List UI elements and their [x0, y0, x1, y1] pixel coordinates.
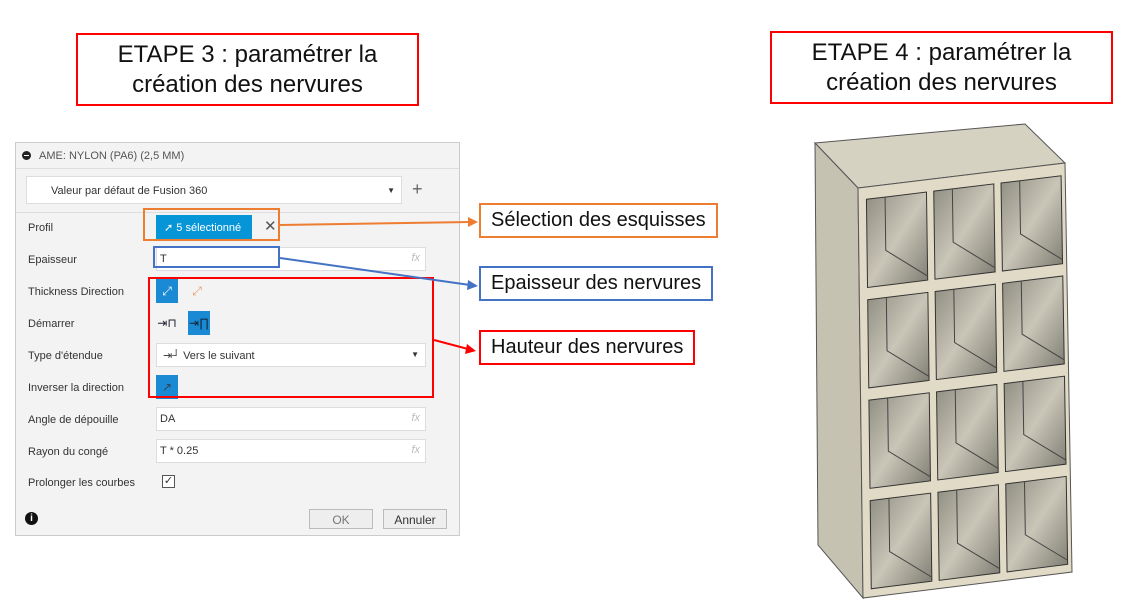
- epaisseur-label: Epaisseur: [28, 254, 77, 266]
- model-cell-edge: [884, 197, 928, 277]
- model-cell: [933, 183, 996, 280]
- step4-title: ETAPE 4 : paramétrer la création des ner…: [770, 31, 1113, 104]
- model-cell: [1000, 175, 1064, 272]
- preset-value: Valeur par défaut de Fusion 360: [51, 185, 208, 197]
- step3-line1: ETAPE 3 : paramétrer la: [117, 41, 378, 68]
- model-cell-edge: [885, 297, 930, 377]
- model-cell-edge: [1019, 180, 1063, 261]
- dialog-header[interactable]: AME: NYLON (PA6) (2,5 MM): [16, 143, 459, 169]
- epaisseur-value: T: [160, 253, 167, 265]
- prolonger-checkbox[interactable]: ✓: [162, 475, 175, 488]
- chevron-down-icon: ▼: [411, 350, 419, 359]
- start-offset-icon[interactable]: ⇥∏: [188, 311, 210, 335]
- model-cell: [1003, 375, 1067, 473]
- inverser-label: Inverser la direction: [28, 382, 124, 394]
- callout-epaisseur: Epaisseur des nervures: [479, 266, 714, 301]
- angle-label: Angle de dépouille: [28, 414, 119, 426]
- rayon-input[interactable]: T * 0.25 fx: [156, 439, 426, 463]
- step3-title: ETAPE 3 : paramétrer la création des ner…: [76, 33, 419, 106]
- symmetric-thickness-icon[interactable]: ⤢: [156, 279, 178, 303]
- model-cell-edge: [954, 389, 999, 469]
- profil-select-button[interactable]: ➚ 5 sélectionné: [156, 215, 252, 239]
- profil-label: Profil: [28, 222, 54, 234]
- step4-line2: création des nervures: [826, 69, 1057, 96]
- model-cell-edge: [887, 397, 931, 478]
- selection-highlight: [143, 208, 280, 241]
- model-cell: [936, 383, 999, 481]
- model-cell: [1002, 275, 1065, 372]
- model-cell: [865, 191, 929, 289]
- dialog-title: AME: NYLON (PA6) (2,5 MM): [39, 149, 185, 162]
- height-highlight: [148, 277, 434, 398]
- type-etendue-label: Type d'étendue: [28, 350, 103, 362]
- demarrer-label: Démarrer: [28, 318, 75, 330]
- divider: [16, 212, 459, 213]
- fx-icon[interactable]: fx: [411, 412, 420, 424]
- prolonger-label: Prolonger les courbes: [28, 477, 136, 489]
- callout-selection: Sélection des esquisses: [479, 203, 718, 238]
- callout-hauteur: Hauteur des nervures: [479, 330, 696, 365]
- rayon-value: T * 0.25: [160, 445, 199, 457]
- model-cell: [937, 484, 1001, 581]
- ok-button[interactable]: OK: [309, 509, 373, 529]
- type-etendue-value: Vers le suivant: [183, 350, 255, 362]
- model-cell-edge: [1020, 281, 1065, 361]
- model-cell: [1005, 475, 1069, 573]
- collapse-icon[interactable]: [22, 151, 31, 160]
- clear-selection-icon[interactable]: ✕: [264, 218, 277, 235]
- model-cell-edge: [951, 188, 996, 269]
- one-side-thickness-icon[interactable]: ⤢: [192, 283, 202, 298]
- thickness-highlight: [153, 246, 280, 268]
- fx-icon[interactable]: fx: [411, 444, 420, 456]
- profil-value: 5 sélectionné: [176, 222, 242, 234]
- add-preset-button[interactable]: +: [412, 179, 423, 199]
- model-cell-edge: [888, 498, 933, 578]
- flip-direction-icon[interactable]: ↗: [156, 375, 178, 399]
- model-cell-edge: [953, 289, 997, 369]
- type-etendue-select[interactable]: ⇥┘ Vers le suivant ▼: [156, 343, 426, 367]
- model-cell-edge: [1023, 481, 1068, 561]
- cursor-icon: ➚: [164, 222, 177, 234]
- start-profile-icon[interactable]: ⇥⊓: [157, 316, 177, 330]
- step3-line2: création des nervures: [132, 71, 363, 98]
- model-cell-edge: [956, 489, 1000, 570]
- cancel-button[interactable]: Annuler: [383, 509, 447, 529]
- info-icon[interactable]: i: [25, 512, 38, 525]
- model-cell: [934, 283, 998, 381]
- to-next-icon: ⇥┘: [163, 350, 184, 362]
- step4-line1: ETAPE 4 : paramétrer la: [811, 39, 1072, 66]
- preset-select[interactable]: Valeur par défaut de Fusion 360 ▼: [26, 176, 402, 204]
- model-cell: [867, 291, 930, 389]
- model-cell-edge: [1022, 381, 1067, 461]
- rib-dialog: AME: NYLON (PA6) (2,5 MM) Valeur par déf…: [15, 142, 460, 536]
- angle-value: DA: [160, 413, 176, 425]
- chevron-down-icon: ▼: [387, 186, 395, 195]
- fx-icon[interactable]: fx: [411, 252, 420, 264]
- angle-input[interactable]: DA fx: [156, 407, 426, 431]
- model-cell: [869, 492, 933, 590]
- model-side-face: [814, 141, 864, 600]
- thickness-direction-label: Thickness Direction: [28, 286, 124, 298]
- model-cell: [868, 392, 931, 489]
- rayon-label: Rayon du congé: [28, 446, 109, 458]
